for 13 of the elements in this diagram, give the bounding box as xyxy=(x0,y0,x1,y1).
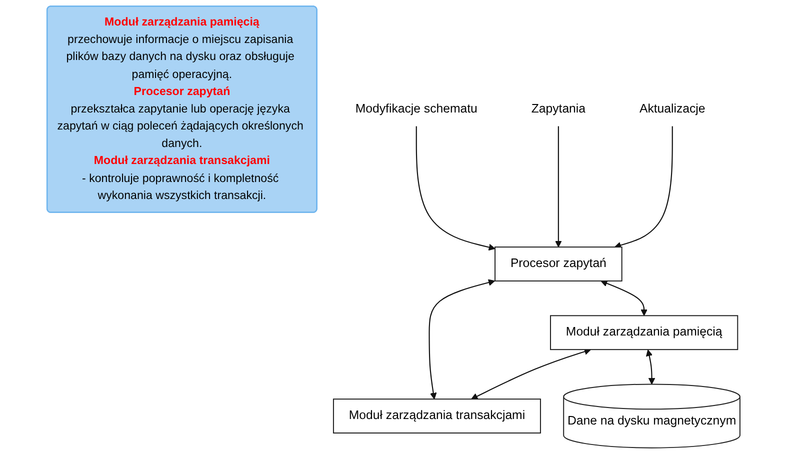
node-text: Modyfikacje schematu xyxy=(355,102,478,116)
arrow xyxy=(600,280,648,316)
arrow xyxy=(416,126,496,251)
node-text: Aktualizacje xyxy=(639,102,706,116)
arrow xyxy=(428,279,496,400)
node-text: Zapytania xyxy=(531,102,586,116)
arrow xyxy=(646,350,656,385)
arrow xyxy=(555,126,562,248)
arrow xyxy=(614,126,673,249)
node-box: Moduł zarządzania pamięcią xyxy=(550,315,738,350)
arrow xyxy=(471,348,591,400)
node-box: Moduł zarządzania transakcjami xyxy=(332,398,541,434)
node-box: Procesor zapytań xyxy=(494,246,622,282)
